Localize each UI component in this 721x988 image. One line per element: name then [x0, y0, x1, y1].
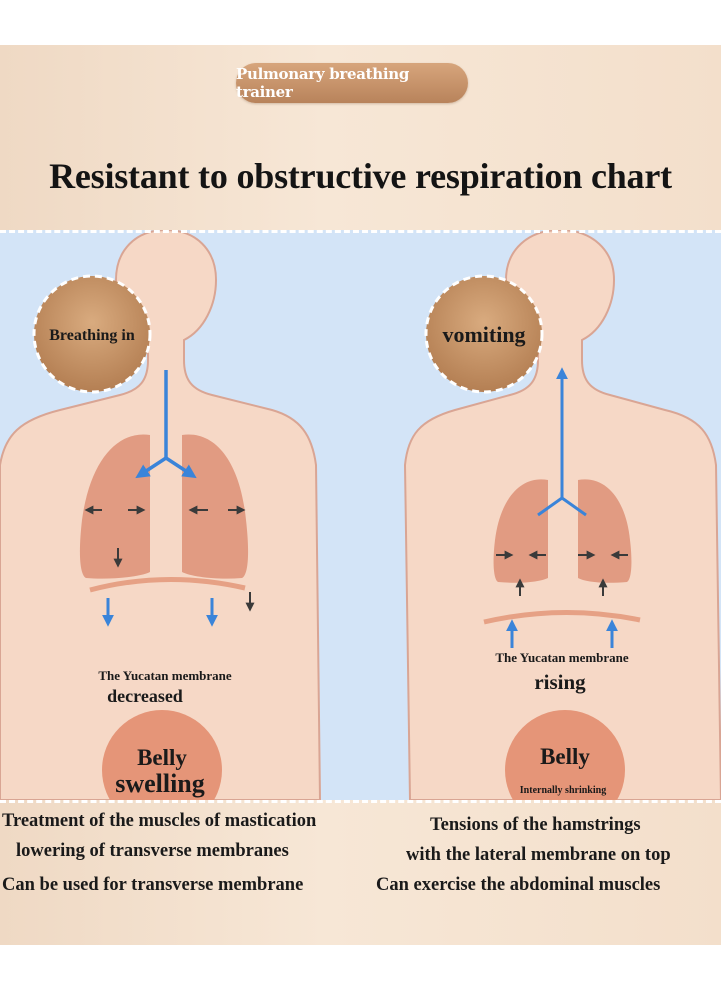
right-belly-state: Internally shrinking — [520, 785, 606, 796]
left-lung-left — [79, 434, 150, 579]
left-bronchus-arrow-r — [165, 456, 197, 479]
left-belly-circle — [102, 710, 222, 800]
right-bronchus-l — [537, 496, 563, 517]
right-caption-3: Can exercise the abdominal muscles — [376, 875, 661, 895]
left-circle-label: Breathing in — [49, 327, 135, 344]
right-vomiting-circle — [424, 274, 544, 394]
left-membrane-state: decreased — [107, 686, 183, 706]
right-circle-label: vomiting — [442, 322, 525, 347]
right-body-outline — [403, 230, 721, 800]
right-caption-2: with the lateral membrane on top — [406, 845, 671, 865]
right-belly-circle — [505, 710, 625, 800]
right-diaphragm — [483, 609, 641, 625]
product-badge: Pulmonary breathing trainer — [236, 63, 468, 103]
bottom-dashed-divider — [0, 800, 721, 803]
left-lung-right — [182, 434, 249, 579]
left-figure: The Yucatan membrane decreased Belly swe… — [0, 230, 322, 800]
left-membrane-label: The Yucatan membrane — [98, 668, 232, 683]
right-belly-title: Belly — [540, 744, 590, 769]
left-bronchus-arrow-l — [135, 456, 167, 479]
breathing-diagram: The Yucatan membrane decreased Belly swe… — [0, 230, 721, 800]
page-title: Resistant to obstructive respiration cha… — [49, 156, 672, 196]
right-figure: The Yucatan membrane rising Belly Intern… — [403, 230, 721, 800]
right-bronchus-r — [561, 496, 587, 517]
right-membrane-state: rising — [534, 670, 586, 694]
infographic-page: Pulmonary breathing trainer Resistant to… — [0, 45, 721, 945]
left-diaphragm — [89, 576, 246, 593]
top-dashed-divider — [0, 230, 721, 233]
left-breathing-circle — [32, 274, 152, 394]
left-belly-title: Belly — [137, 745, 187, 770]
left-belly-state: swelling — [115, 769, 205, 798]
left-caption-2: lowering of transverse membranes — [16, 841, 289, 861]
right-caption-1: Tensions of the hamstrings — [430, 815, 641, 835]
right-membrane-label: The Yucatan membrane — [495, 650, 629, 665]
left-caption-3: Can be used for transverse membrane — [2, 875, 304, 895]
left-caption-1: Treatment of the muscles of mastication — [2, 811, 317, 831]
